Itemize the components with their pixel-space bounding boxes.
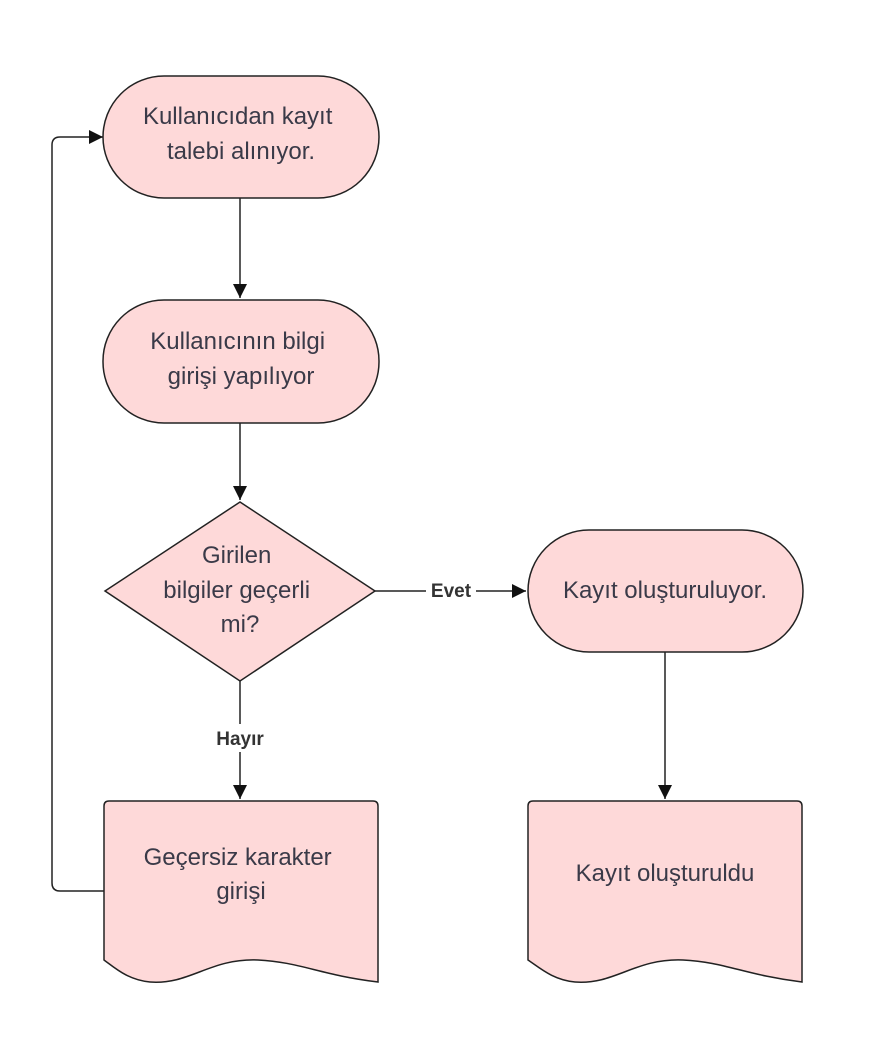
node-decision-line-3: mi? (221, 611, 260, 638)
edge-label-no-text: Hayır (216, 729, 264, 750)
edge-label-yes-text: Evet (431, 581, 472, 602)
node-invalid: Geçersiz karakter girişi (103, 800, 379, 983)
node-decision-shape (103, 501, 377, 682)
node-create-text: Kayıt oluşturuluyor. (563, 577, 767, 604)
node-input-line-2: girişi yapılıyor (168, 363, 315, 390)
node-start-line-2: talebi alınıyor. (167, 138, 315, 165)
edge-invalid-loop-back (51, 130, 104, 892)
node-done: Kayıt oluşturuldu (527, 800, 803, 983)
node-invalid-line-2: girişi (216, 878, 265, 905)
node-decision: Girilen bilgiler geçerli mi? (103, 501, 377, 682)
node-create: Kayıt oluşturuluyor. (527, 529, 804, 653)
edge-label-yes: Evet (426, 577, 476, 603)
node-decision-line-2: bilgiler geçerli (163, 577, 310, 604)
node-invalid-line-1: Geçersiz karakter (144, 844, 332, 871)
node-start-line-1: Kullanıcıdan kayıt (143, 103, 333, 130)
node-create-line-1: Kayıt oluşturuluyor. (563, 577, 767, 604)
node-start-shape (102, 75, 380, 199)
node-decision-line-1: Girilen (202, 542, 271, 569)
node-start: Kullanıcıdan kayıt talebi alınıyor. (102, 75, 380, 199)
node-invalid-shape (103, 800, 379, 983)
node-done-shape (527, 800, 803, 983)
edges (51, 130, 672, 892)
node-start-text: Kullanıcıdan kayıt talebi alınıyor. (143, 103, 339, 165)
node-input-shape (102, 299, 380, 424)
node-create-shape (527, 529, 804, 653)
node-done-line-1: Kayıt oluşturuldu (576, 860, 755, 887)
node-done-text: Kayıt oluşturuldu (576, 860, 755, 887)
node-input-text: Kullanıcının bilgi girişi yapılıyor (150, 328, 331, 390)
node-invalid-text: Geçersiz karakter girişi (144, 844, 339, 905)
node-input-line-1: Kullanıcının bilgi (150, 328, 325, 355)
node-input: Kullanıcının bilgi girişi yapılıyor (102, 299, 380, 424)
node-decision-text: Girilen bilgiler geçerli mi? (163, 542, 316, 638)
edge-label-no: Hayır (209, 724, 271, 752)
